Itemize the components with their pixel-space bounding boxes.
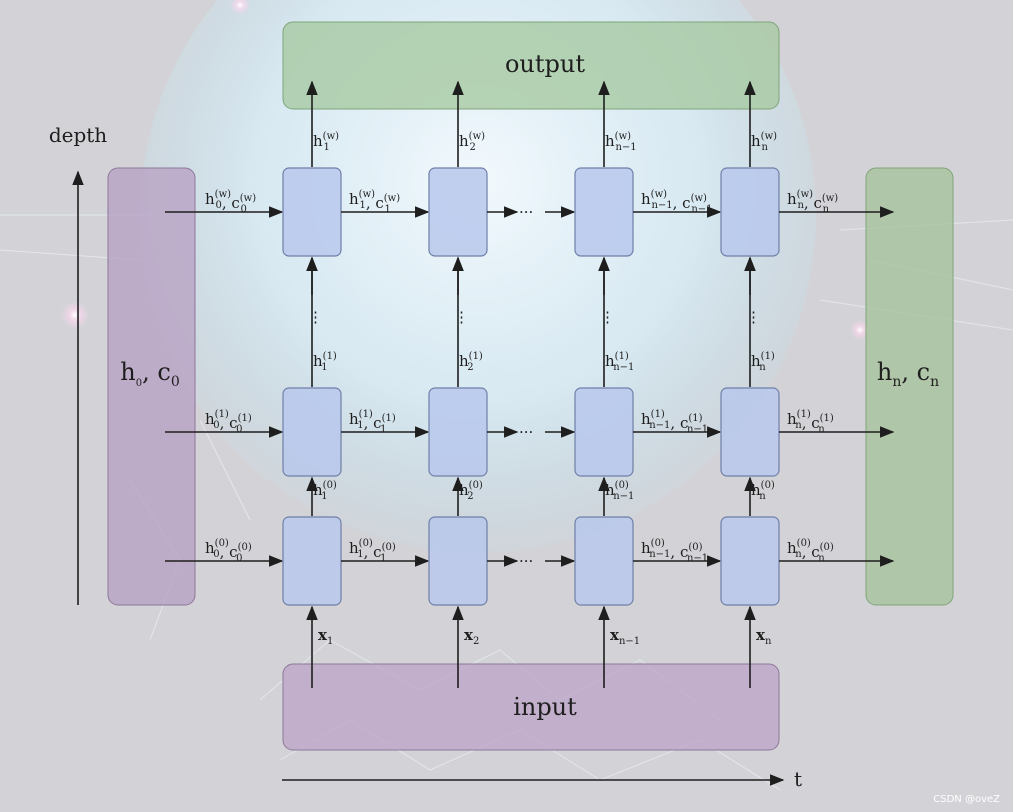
state-pass-text: h(1)1, c(1)1	[349, 409, 396, 435]
lstm-cell	[282, 387, 342, 477]
horizontal-ellipsis: ···	[519, 423, 533, 441]
input-symbol-text: xn−1	[610, 626, 640, 647]
output-label: output	[505, 50, 585, 78]
hidden-output-text: h(1)n	[751, 351, 775, 373]
state-pass-text: h(1)n−1, c(1)n−1	[641, 409, 708, 435]
hidden-output-text: h(w)n−1	[605, 131, 637, 153]
lens-flare	[230, 0, 250, 15]
state-pass-text: h(w)n−1, c(w)n−1	[641, 189, 713, 215]
lens-flare	[61, 301, 89, 329]
state-pass-text: h(0)n−1, c(0)n−1	[641, 538, 708, 564]
hidden-output-text: h(0)n	[751, 480, 775, 502]
input-label: input	[513, 693, 577, 721]
initial-state-text: h(w)0, c(w)0	[205, 189, 256, 215]
lstm-cell	[574, 516, 634, 606]
lstm-cell	[720, 387, 780, 477]
lstm-cell-grid: h(0)0, c(0)0 h(0)1 h(0)1, c(0)1 h(0)2 ··· h(0…	[165, 80, 895, 688]
initial-state-label: h0, c0	[120, 358, 179, 390]
initial-state-text: h(1)0, c(1)0	[205, 409, 252, 435]
vertical-ellipsis: ⋮	[308, 308, 323, 326]
input-symbol-text: xn	[756, 626, 772, 647]
watermark: CSDN @oveZ	[933, 794, 1000, 805]
state-pass-text: h(w)1, c(w)1	[349, 189, 400, 215]
horizontal-ellipsis: ···	[519, 203, 533, 221]
state-pass-text: h(0)1, c(0)1	[349, 538, 396, 564]
depth-axis-label: depth	[49, 123, 107, 147]
lstm-cell	[282, 516, 342, 606]
final-state-panel	[865, 167, 954, 606]
lstm-cell	[428, 387, 488, 477]
lstm-cell	[720, 516, 780, 606]
hidden-output-text: h(1)2	[459, 351, 483, 373]
lstm-cell	[428, 167, 488, 257]
hidden-output-text: h(0)2	[459, 480, 483, 502]
input-panel	[282, 663, 780, 751]
hidden-output-text: h(1)n−1	[605, 351, 634, 373]
lens-flare	[850, 320, 870, 340]
hidden-output-text: h(0)n−1	[605, 480, 634, 502]
state-pass-text: h(0)n, c(0)n	[787, 538, 834, 564]
lstm-cell	[574, 387, 634, 477]
lstm-cell	[720, 167, 780, 257]
state-pass-text: h(1)n, c(1)n	[787, 409, 834, 435]
hidden-output-text: h(w)1	[313, 131, 339, 153]
initial-state-text: h(0)0, c(0)0	[205, 538, 252, 564]
output-panel	[282, 21, 780, 110]
hidden-output-text: h(0)1	[313, 480, 337, 502]
hidden-output-text: h(w)2	[459, 131, 485, 153]
lstm-cell	[574, 167, 634, 257]
final-state-label: hn, cn	[877, 358, 939, 390]
horizontal-ellipsis: ···	[519, 552, 533, 570]
input-symbol-text: x2	[464, 626, 479, 647]
vertical-ellipsis: ⋮	[746, 308, 761, 326]
vertical-ellipsis: ⋮	[600, 308, 615, 326]
hidden-output-text: h(1)1	[313, 351, 337, 373]
hidden-output-text: h(w)n	[751, 131, 777, 153]
state-pass-text: h(w)n, c(w)n	[787, 189, 838, 215]
initial-state-panel	[107, 167, 196, 606]
lstm-cell	[428, 516, 488, 606]
vertical-ellipsis: ⋮	[454, 308, 469, 326]
input-symbol-text: x1	[318, 626, 333, 647]
lstm-cell	[282, 167, 342, 257]
time-axis-label: t	[794, 767, 802, 791]
